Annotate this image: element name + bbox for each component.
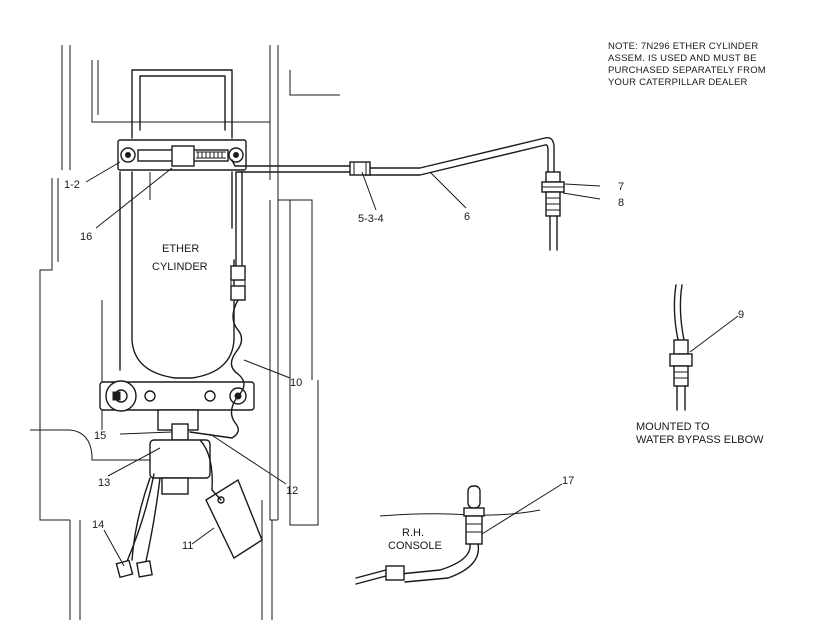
callout-17: 17 [562, 475, 574, 487]
note-line-2: ASSEM. IS USED AND MUST BE [608, 53, 757, 64]
lower-bracket [99, 380, 255, 441]
callout-16: 16 [80, 231, 92, 243]
callout-1-2: 1-2 [64, 179, 80, 191]
console-label: R.H. CONSOLE [388, 527, 442, 552]
console-label-line-2: CONSOLE [388, 540, 442, 552]
mounted-label: MOUNTED TO WATER BYPASS ELBOW [636, 421, 764, 446]
note-line-4: YOUR CATERPILLAR DEALER [608, 77, 748, 88]
callout-9: 9 [738, 309, 744, 321]
console-label-line-1: R.H. [402, 527, 424, 539]
ether-cylinder [119, 69, 235, 379]
callout-8: 8 [618, 197, 624, 209]
callout-10: 10 [290, 377, 302, 389]
callout-15: 15 [94, 430, 106, 442]
chassis-frame [30, 45, 340, 620]
cylinder-label-line-1: ETHER [162, 243, 199, 255]
callout-13: 13 [98, 477, 110, 489]
leader-lines [85, 161, 739, 567]
callout-6: 6 [464, 211, 470, 223]
ether-tube-coil [189, 299, 245, 439]
toggle-switch [355, 485, 541, 585]
callout-5-3-4: 5-3-4 [358, 213, 384, 225]
callouts: 1-2 16 5-3-4 6 7 8 9 10 15 13 12 14 11 1… [64, 179, 744, 552]
top-bracket [117, 139, 247, 171]
solenoid-valve [115, 439, 213, 579]
callout-11: 11 [182, 540, 193, 552]
mounted-label-line-2: WATER BYPASS ELBOW [636, 434, 764, 446]
note-line-1: NOTE: 7N296 ETHER CYLINDER [608, 41, 758, 52]
note-line-3: PURCHASED SEPARATELY FROM [608, 65, 766, 76]
temperature-sensor [669, 284, 693, 411]
atomizer-assembly [541, 171, 565, 251]
ether-line [230, 136, 555, 301]
callout-7: 7 [618, 181, 624, 193]
callout-14: 14 [92, 519, 104, 531]
callout-12: 12 [286, 485, 298, 497]
mounted-label-line-1: MOUNTED TO [636, 421, 710, 433]
cylinder-label-line-2: CYLINDER [152, 261, 208, 273]
warning-tag [205, 478, 263, 560]
note-block: NOTE: 7N296 ETHER CYLINDER ASSEM. IS USE… [608, 41, 766, 88]
cylinder-label: ETHER CYLINDER [152, 243, 208, 273]
